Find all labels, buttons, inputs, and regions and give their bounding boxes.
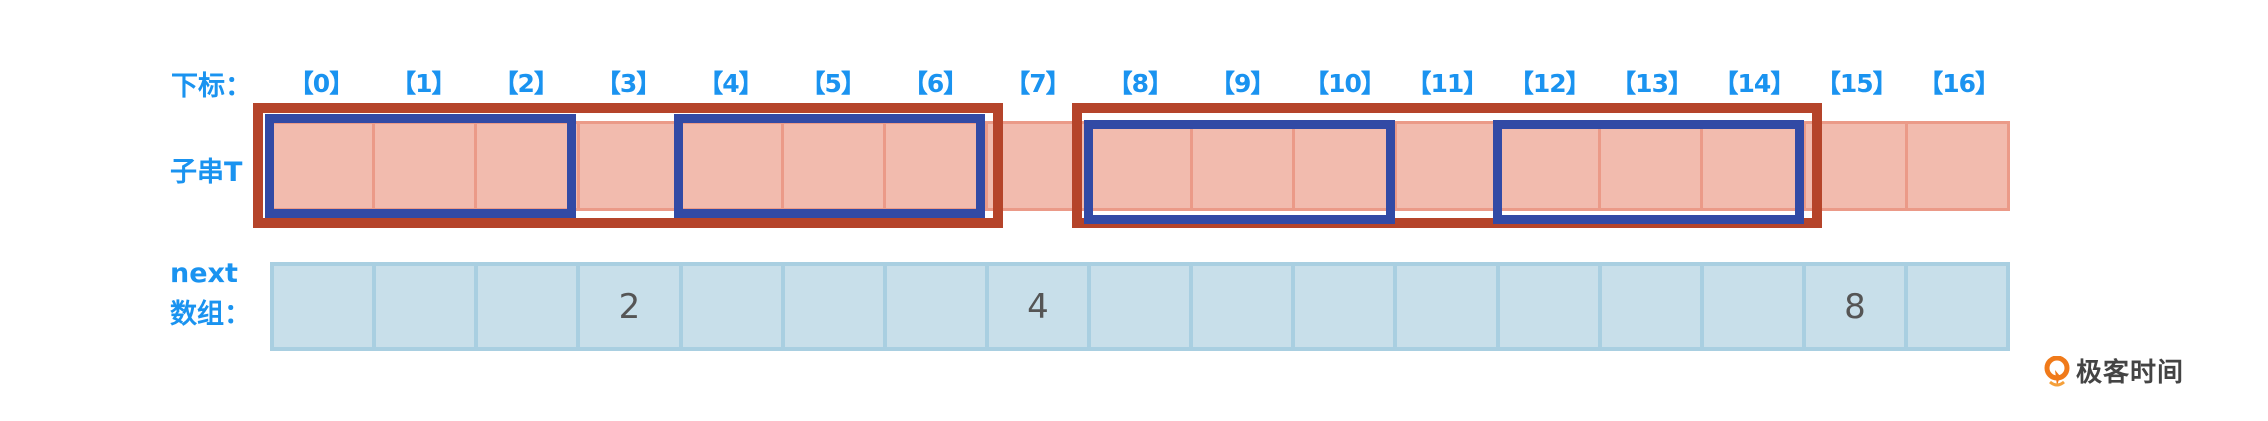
outer-highlight-box: [253, 103, 1004, 228]
substring-cell: [682, 124, 784, 208]
next-cell: [1193, 266, 1296, 347]
index-label-0: 【0】: [288, 69, 354, 98]
substring-cell: [1295, 124, 1397, 208]
next-cell: [683, 266, 785, 347]
next-label-line2: 数组：: [170, 299, 251, 330]
substring-cell: [1908, 124, 2007, 208]
next-cell: [1704, 266, 1806, 347]
substring-cell: [886, 124, 989, 208]
outer-highlight-box: [1071, 103, 1823, 228]
substring-cell: [375, 124, 478, 208]
index-label-8: 【8】: [1107, 69, 1173, 98]
inner-highlight-box: [265, 114, 577, 218]
index-label-3: 【3】: [595, 69, 661, 98]
next-cell: 2: [580, 266, 683, 347]
inner-highlight-box: [674, 114, 986, 218]
index-label-15: 【15】: [1815, 69, 1898, 98]
next-label-line1: next: [170, 258, 238, 289]
next-cell: [478, 266, 581, 347]
next-cell: [1500, 266, 1602, 347]
substring-label: 子串T: [170, 157, 243, 188]
substring-cell: [1806, 124, 1908, 208]
index-label-13: 【13】: [1611, 69, 1693, 98]
geektime-logo: 极客时间: [2044, 352, 2184, 389]
next-cell: [274, 266, 377, 347]
substring-cell: [784, 124, 887, 208]
index-label-9: 【9】: [1209, 69, 1275, 98]
inner-highlight-box: [1083, 120, 1395, 224]
index-label-11: 【11】: [1406, 69, 1488, 98]
next-cell: [1602, 266, 1704, 347]
next-cell: [1091, 266, 1194, 347]
index-label-16: 【16】: [1918, 69, 2000, 98]
index-label-12: 【12】: [1508, 69, 1591, 98]
index-label-2: 【2】: [493, 69, 559, 98]
index-label-5: 【5】: [800, 69, 866, 98]
next-array: 2 4 8: [270, 262, 2010, 351]
index-label-14: 【14】: [1713, 69, 1796, 98]
next-cell: [376, 266, 479, 347]
next-cell: [1397, 266, 1500, 347]
index-label: 下标：: [171, 71, 252, 102]
index-label-10: 【10】: [1304, 69, 1386, 98]
substring-cell: [1499, 124, 1602, 208]
substring-cell: [273, 124, 376, 208]
next-cell: [1295, 266, 1398, 347]
next-cell: [1908, 266, 2006, 347]
next-cell: [887, 266, 989, 347]
next-cell: 8: [1806, 266, 1908, 347]
substring-cell: [1601, 124, 1704, 208]
inner-highlight-box: [1493, 120, 1805, 224]
index-label-4: 【4】: [698, 69, 763, 98]
next-cell: 4: [989, 266, 1091, 347]
index-label-7: 【7】: [1005, 69, 1070, 98]
index-label-6: 【6】: [902, 69, 968, 98]
substring-cell: [1090, 124, 1193, 208]
geektime-logo-icon: [2044, 355, 2070, 386]
next-cell: [785, 266, 887, 347]
index-label-1: 【1】: [391, 69, 456, 98]
substring-cell: [477, 124, 580, 208]
substring-cell: [1193, 124, 1295, 208]
geektime-logo-text: 极客时间: [2076, 358, 2185, 388]
